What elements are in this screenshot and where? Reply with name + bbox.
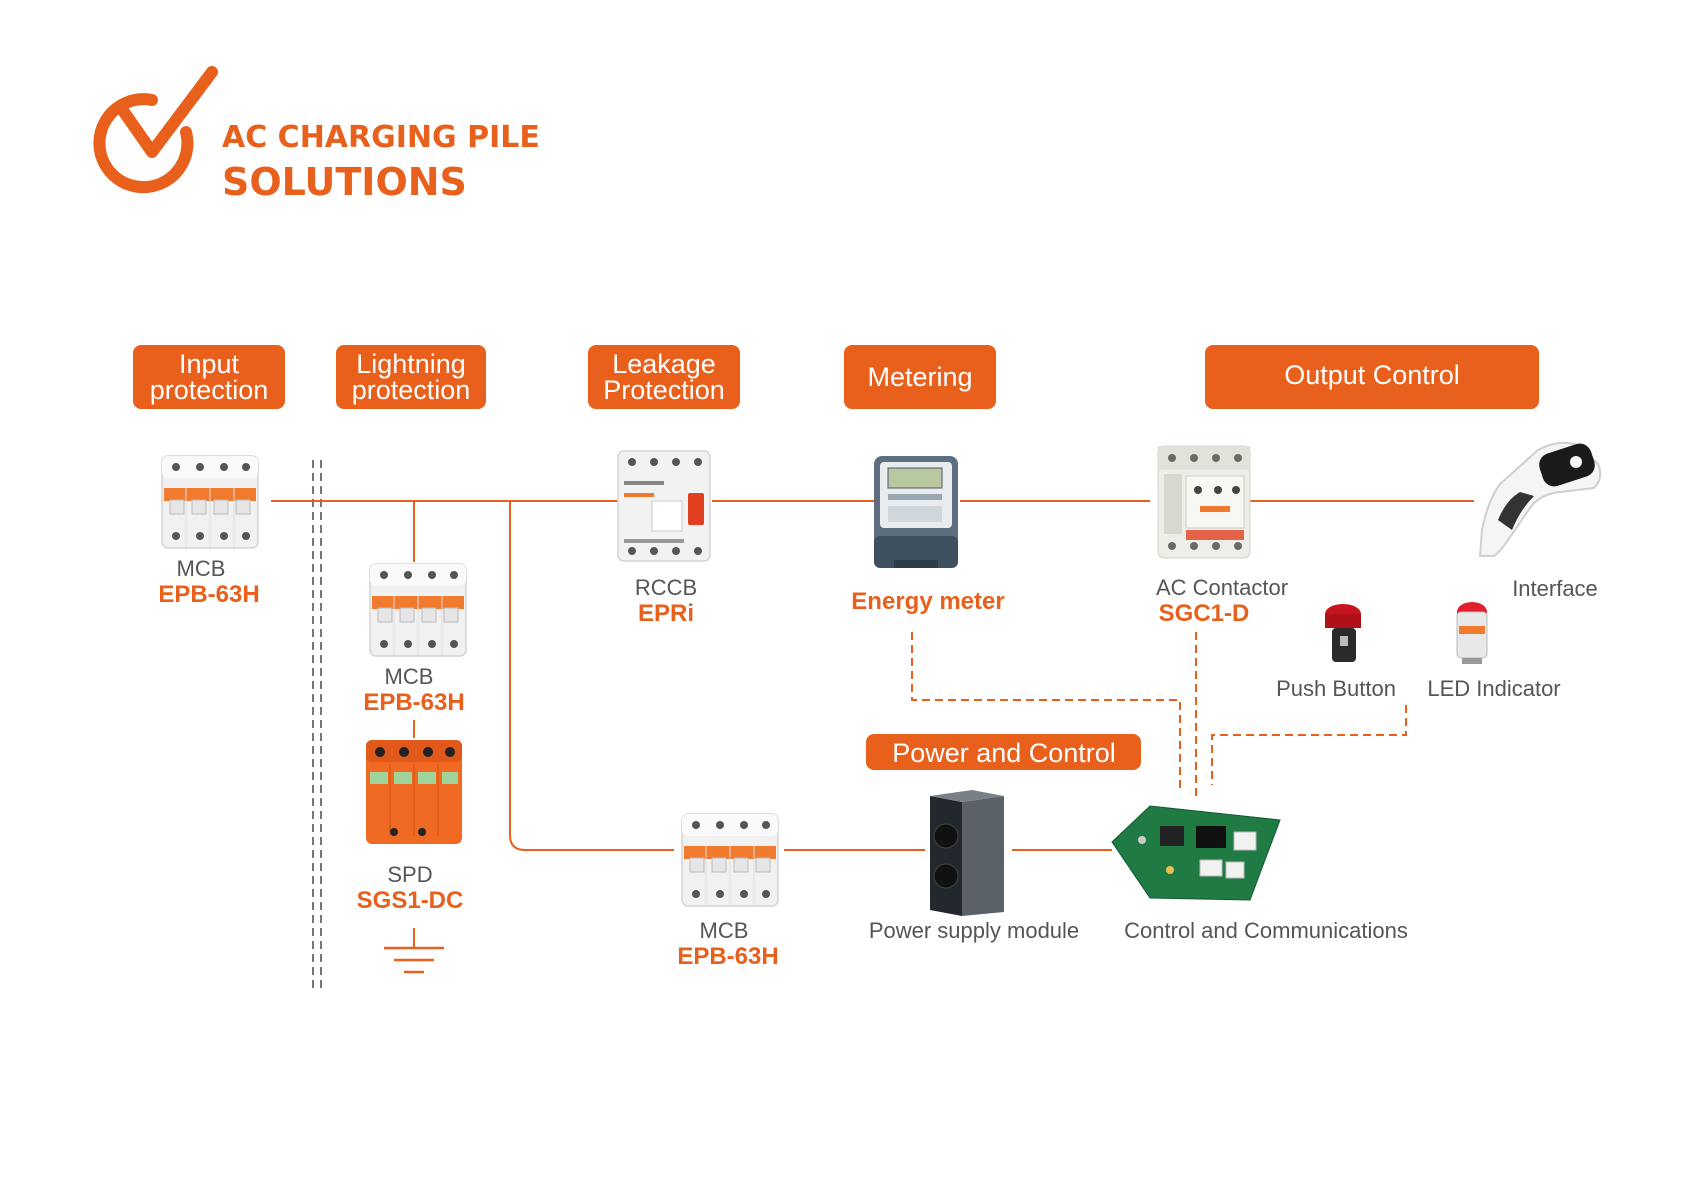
mcb-breaker-icon	[369, 563, 467, 657]
category-metering: Metering	[844, 345, 996, 409]
control-board-icon	[1111, 805, 1281, 901]
svg-text:Lightning: Lightning	[356, 349, 466, 379]
svg-text:Protection: Protection	[603, 375, 725, 405]
rccb-type: RCCB	[635, 575, 697, 600]
control-board-label: Control and Communications	[1124, 918, 1408, 943]
power-supply-label: Power supply module	[869, 918, 1079, 943]
divider	[312, 460, 322, 990]
svg-text:Metering: Metering	[867, 362, 972, 392]
mcb-breaker-icon	[681, 813, 779, 907]
category-power-and-control: Power and Control	[866, 734, 1141, 770]
mcb-input-type: MCB	[177, 556, 226, 581]
check-mark-logo-icon	[93, 93, 194, 194]
ac-contactor-icon	[1157, 445, 1251, 559]
svg-text:Input: Input	[179, 349, 240, 379]
spd-type: SPD	[387, 862, 432, 887]
energy-meter-label: Energy meter	[851, 588, 1004, 615]
svg-text:Leakage: Leakage	[612, 349, 716, 379]
category-leakage-protection: Leakage Protection	[588, 345, 740, 409]
category-lightning-protection: Lightning protection	[336, 345, 486, 409]
mcb-lightning-type: MCB	[385, 664, 434, 689]
mcb-lightning-model: EPB-63H	[363, 689, 464, 716]
svg-text:Power and Control: Power and Control	[892, 738, 1116, 768]
mcb-power-model: EPB-63H	[677, 943, 778, 970]
rccb-model: EPRi	[638, 600, 694, 627]
header-logo	[93, 66, 218, 194]
spd-model: SGS1-DC	[357, 887, 464, 914]
emergency-push-button-icon	[1325, 604, 1361, 662]
page-title-line2: SOLUTIONS	[222, 160, 467, 204]
power-supply-module-icon	[930, 790, 1004, 916]
svg-text:protection: protection	[352, 375, 471, 405]
connection-lines	[271, 500, 1474, 948]
interface-label: Interface	[1512, 576, 1598, 601]
rccb-icon	[617, 450, 711, 562]
signal-lines	[911, 632, 1407, 800]
category-input-protection: Input protection	[133, 345, 285, 409]
mcb-breaker-icon	[161, 455, 259, 549]
category-output-control: Output Control	[1205, 345, 1539, 409]
mcb-input-model: EPB-63H	[158, 581, 259, 608]
led-indicator-label: LED Indicator	[1427, 676, 1560, 701]
push-button-label: Push Button	[1276, 676, 1396, 701]
svg-text:protection: protection	[150, 375, 269, 405]
led-indicator-icon	[1456, 602, 1488, 664]
svg-text:Output Control: Output Control	[1284, 360, 1460, 390]
mcb-power-type: MCB	[700, 918, 749, 943]
page-title-line1: AC CHARGING PILE	[222, 120, 540, 155]
charging-plug-icon	[1478, 441, 1602, 557]
ac-contactor-type: AC Contactor	[1156, 575, 1288, 600]
spd-surge-protector-icon	[366, 740, 462, 844]
ac-contactor-model: SGC1-D	[1159, 600, 1250, 627]
ground-symbol-icon	[384, 946, 444, 974]
energy-meter-icon	[874, 456, 958, 568]
